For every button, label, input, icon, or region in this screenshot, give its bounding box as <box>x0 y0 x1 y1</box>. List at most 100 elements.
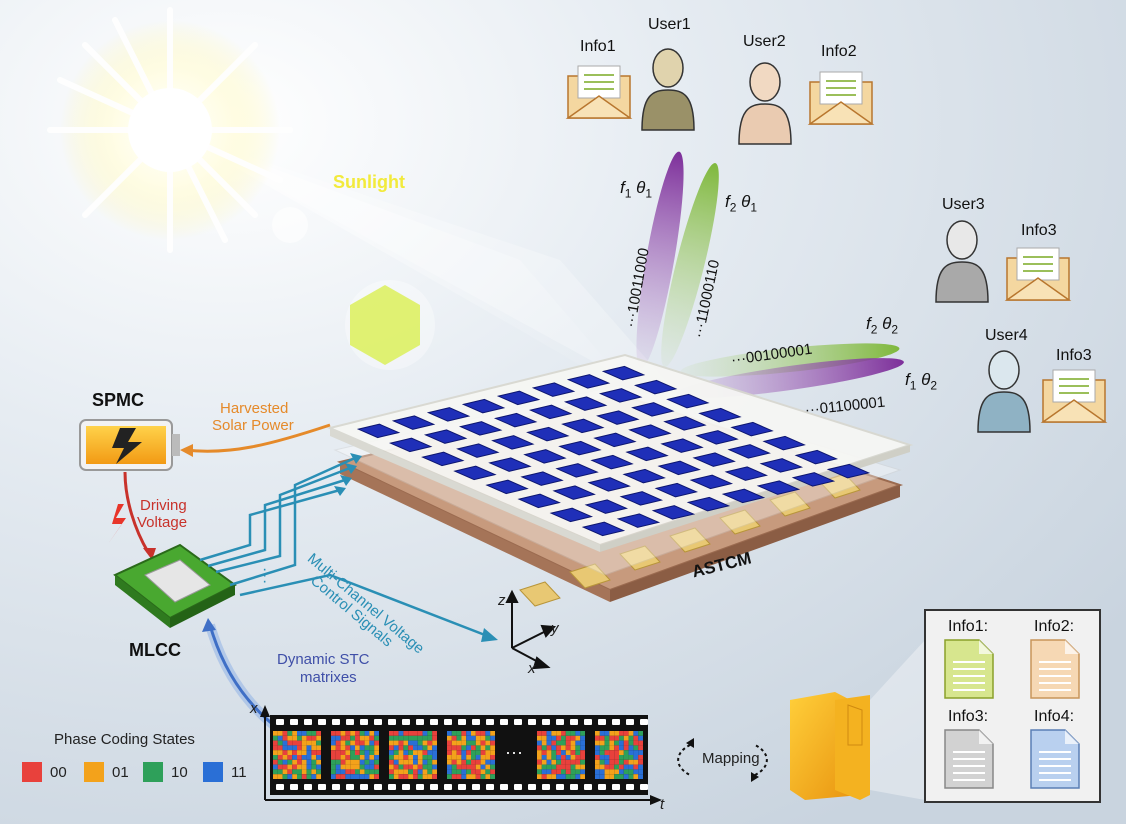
battery-icon <box>79 419 180 471</box>
svg-text:·: · <box>262 561 267 578</box>
metasurface-unit-cell <box>523 449 567 464</box>
film-hole <box>500 784 508 790</box>
dynamic-line2: matrixes <box>300 669 357 686</box>
metasurface-unit-cell <box>698 407 742 423</box>
metasurface-unit-cell <box>692 452 736 467</box>
legend-label-00: 00 <box>50 764 67 781</box>
beam-f2-theta1: f2 θ1 <box>725 192 758 215</box>
film-hole <box>584 719 592 725</box>
metasurface-unit-cell <box>598 388 643 403</box>
film-hole <box>388 784 396 790</box>
info1-envelope-icon <box>565 65 633 119</box>
film-hole <box>318 719 326 725</box>
metasurface-unit-cell <box>555 463 599 478</box>
sunlight-label: Sunlight <box>333 172 405 192</box>
metasurface-unit-cell <box>456 443 500 458</box>
metasurface-unit-cell <box>356 423 401 439</box>
metasurface-unit-cell <box>520 471 564 486</box>
user4-avatar-icon <box>977 350 1031 433</box>
metasurface-unit-cell <box>631 402 675 417</box>
film-hole <box>276 784 284 790</box>
info2-label: Info2 <box>821 43 857 60</box>
info3a-label: Info3 <box>1021 222 1057 239</box>
film-axis-x-label: x <box>250 700 258 717</box>
harvested-line1: Harvested <box>220 400 289 417</box>
sun-icon <box>47 7 293 253</box>
user3-label: User3 <box>942 196 985 213</box>
film-hole <box>360 784 368 790</box>
document-icon <box>1030 729 1080 789</box>
metasurface-unit-cell <box>756 480 801 495</box>
metasurface-unit-cell <box>762 435 806 451</box>
metasurface-unit-cell <box>453 465 497 481</box>
user1-avatar-icon <box>641 48 695 131</box>
film-strip <box>260 705 662 805</box>
metasurface-unit-cell <box>423 429 468 444</box>
film-hole <box>640 719 648 725</box>
film-hole <box>402 784 410 790</box>
film-hole <box>626 719 634 725</box>
film-hole <box>528 784 536 790</box>
metasurface-unit-cell <box>488 457 532 472</box>
film-hole <box>556 719 564 725</box>
film-hole <box>584 784 592 790</box>
metasurface-unit-cell <box>584 499 629 514</box>
info1-label: Info1 <box>580 38 616 55</box>
beam-f1-theta1: f1 θ1 <box>620 178 653 201</box>
film-hole <box>556 784 564 790</box>
metasurface-unit-cell <box>517 493 561 509</box>
film-hole <box>430 784 438 790</box>
legend-swatch-10 <box>143 762 163 782</box>
stc-matrix-frame <box>273 731 321 779</box>
metasurface-unit-cell <box>654 482 699 498</box>
metasurface-unit-cell <box>493 412 538 428</box>
stc-matrix-frame <box>595 731 643 779</box>
metasurface-unit-cell <box>759 458 804 473</box>
film-hole <box>444 719 452 725</box>
info3b-label: Info3 <box>1056 347 1092 364</box>
spmc-label: SPMC <box>92 390 145 410</box>
film-hole <box>276 719 284 725</box>
document-icon <box>1030 639 1080 699</box>
metasurface-unit-cell <box>426 407 471 422</box>
metasurface-unit-cell <box>485 479 529 495</box>
metasurface-unit-cell <box>651 505 696 520</box>
film-hole <box>374 719 382 725</box>
svg-text:·: · <box>262 567 267 584</box>
user1-label: User1 <box>648 16 691 33</box>
metasurface-unit-cell <box>528 404 573 420</box>
user2-label: User2 <box>743 33 786 50</box>
stc-matrix-frame <box>331 731 379 779</box>
metasurface-unit-cell <box>724 466 769 481</box>
metasurface-unit-cell <box>587 477 631 492</box>
film-hole <box>542 784 550 790</box>
beam-f2-theta2: f2 θ2 <box>866 314 899 337</box>
legend-swatch-00 <box>22 762 42 782</box>
metasurface-unit-cell <box>791 472 836 487</box>
metasurface-unit-cell <box>581 521 626 537</box>
info3a-envelope-icon <box>1004 247 1072 301</box>
metasurface-unit-cell <box>666 393 710 409</box>
metasurface-unit-cell <box>558 440 602 456</box>
film-hole <box>318 784 326 790</box>
metasurface-unit-cell <box>721 488 766 504</box>
metasurface-unit-cell <box>561 418 605 434</box>
film-hole <box>332 784 340 790</box>
metasurface-unit-cell <box>601 365 646 381</box>
film-hole <box>458 719 466 725</box>
film-hole <box>346 719 354 725</box>
stc-matrix-frame <box>389 731 437 779</box>
svg-text:·: · <box>262 573 267 590</box>
axis-y-label: y <box>551 620 559 637</box>
info2-envelope-icon <box>807 71 875 125</box>
film-hole <box>374 784 382 790</box>
film-hole <box>458 784 466 790</box>
axis-x-label: x <box>528 660 536 677</box>
driving-line2: Voltage <box>137 514 188 531</box>
metasurface-unit-cell <box>549 507 594 523</box>
metasurface-unit-cell <box>590 454 634 470</box>
metasurface-unit-cell <box>826 463 871 479</box>
film-hole <box>472 719 480 725</box>
legend-label-01: 01 <box>112 764 129 781</box>
